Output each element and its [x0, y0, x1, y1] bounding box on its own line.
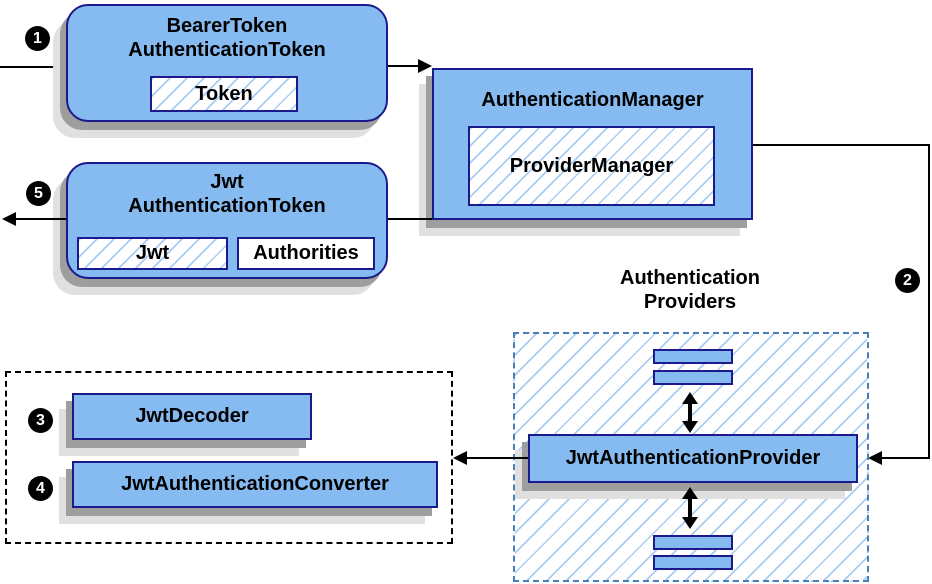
- arrow-shaft: [688, 404, 692, 421]
- step-2-badge: 2: [895, 268, 920, 293]
- arrow-shaft: [688, 499, 692, 517]
- flow-line-manager-to-jwt-token: [388, 218, 432, 220]
- bearer-token-title-line1: BearerToken: [166, 15, 288, 37]
- jwt-authentication-provider-node: JwtAuthenticationProvider: [528, 434, 858, 483]
- arrow-head-up-icon: [682, 392, 698, 404]
- decoder-converter-group: [5, 371, 453, 544]
- step-4-badge: 4: [28, 476, 53, 501]
- flow-line-provider-to-decoders: [467, 457, 528, 459]
- step-1-badge: 1: [25, 26, 50, 51]
- step-5-number: 5: [34, 184, 43, 202]
- step-1-number: 1: [33, 29, 42, 47]
- authentication-manager-title: AuthenticationManager: [481, 89, 704, 111]
- authorities-chip-label: Authorities: [253, 242, 359, 264]
- provider-stack-bar: [653, 370, 733, 385]
- provider-stack-bar: [653, 349, 733, 364]
- jwt-authentication-converter-label: JwtAuthenticationConverter: [121, 473, 389, 495]
- flow-line-step2-vertical: [928, 144, 930, 459]
- authentication-manager-node: AuthenticationManager ProviderManager: [432, 68, 753, 220]
- provider-manager-chip: ProviderManager: [468, 126, 715, 206]
- provider-stack-bar: [653, 535, 733, 550]
- jwt-authentication-token-title: Jwt AuthenticationToken: [68, 170, 386, 218]
- authorities-chip: Authorities: [237, 237, 375, 270]
- jwt-decoder-node: JwtDecoder: [72, 393, 312, 440]
- bearer-token-title-line2: AuthenticationToken: [128, 39, 326, 61]
- provider-manager-chip-label: ProviderManager: [509, 154, 674, 177]
- jwt-chip: Jwt: [77, 237, 228, 270]
- arrow-head-left-icon: [868, 451, 882, 465]
- flow-line-step2-bottom: [880, 457, 930, 459]
- bearer-token-authentication-token-node: BearerToken AuthenticationToken Token: [66, 4, 388, 122]
- authentication-providers-title-line2: Providers: [643, 291, 737, 313]
- flow-line-step2-top: [753, 144, 930, 146]
- jwt-chip-label: Jwt: [135, 242, 170, 264]
- jwt-authentication-token-title-line2: AuthenticationToken: [128, 195, 326, 217]
- jwt-authentication-token-title-line1: Jwt: [210, 171, 244, 193]
- jwt-authentication-token-node: Jwt AuthenticationToken Jwt Authorities: [66, 162, 388, 279]
- authentication-providers-title-line1: Authentication: [620, 267, 760, 289]
- bearer-token-title: BearerToken AuthenticationToken: [68, 14, 386, 62]
- double-arrow-icon: [682, 392, 698, 433]
- step-4-number: 4: [36, 479, 45, 497]
- double-arrow-icon: [682, 487, 698, 529]
- flow-line-step1: [0, 66, 66, 68]
- step-3-number: 3: [36, 411, 45, 429]
- flow-line-bearer-to-manager: [388, 65, 420, 67]
- step-5-badge: 5: [26, 181, 51, 206]
- token-chip: Token: [150, 76, 298, 112]
- flow-line-step5: [14, 218, 66, 220]
- jwt-authentication-provider-label: JwtAuthenticationProvider: [565, 447, 821, 469]
- arrow-head-down-icon: [682, 421, 698, 433]
- jwt-decoder-label: JwtDecoder: [135, 405, 249, 427]
- token-chip-label: Token: [195, 82, 253, 105]
- step-3-badge: 3: [28, 408, 53, 433]
- arrow-head-down-icon: [682, 517, 698, 529]
- arrow-head-up-icon: [682, 487, 698, 499]
- provider-stack-bar: [653, 555, 733, 570]
- step-2-number: 2: [903, 271, 912, 289]
- arrow-head-right-icon: [418, 59, 432, 73]
- jwt-authentication-converter-node: JwtAuthenticationConverter: [72, 461, 438, 508]
- arrow-head-left-icon: [2, 212, 16, 226]
- authentication-providers-group: JwtAuthenticationProvider: [513, 332, 869, 582]
- authentication-providers-title: Authentication Providers: [590, 266, 790, 314]
- arrow-head-left-icon: [453, 451, 467, 465]
